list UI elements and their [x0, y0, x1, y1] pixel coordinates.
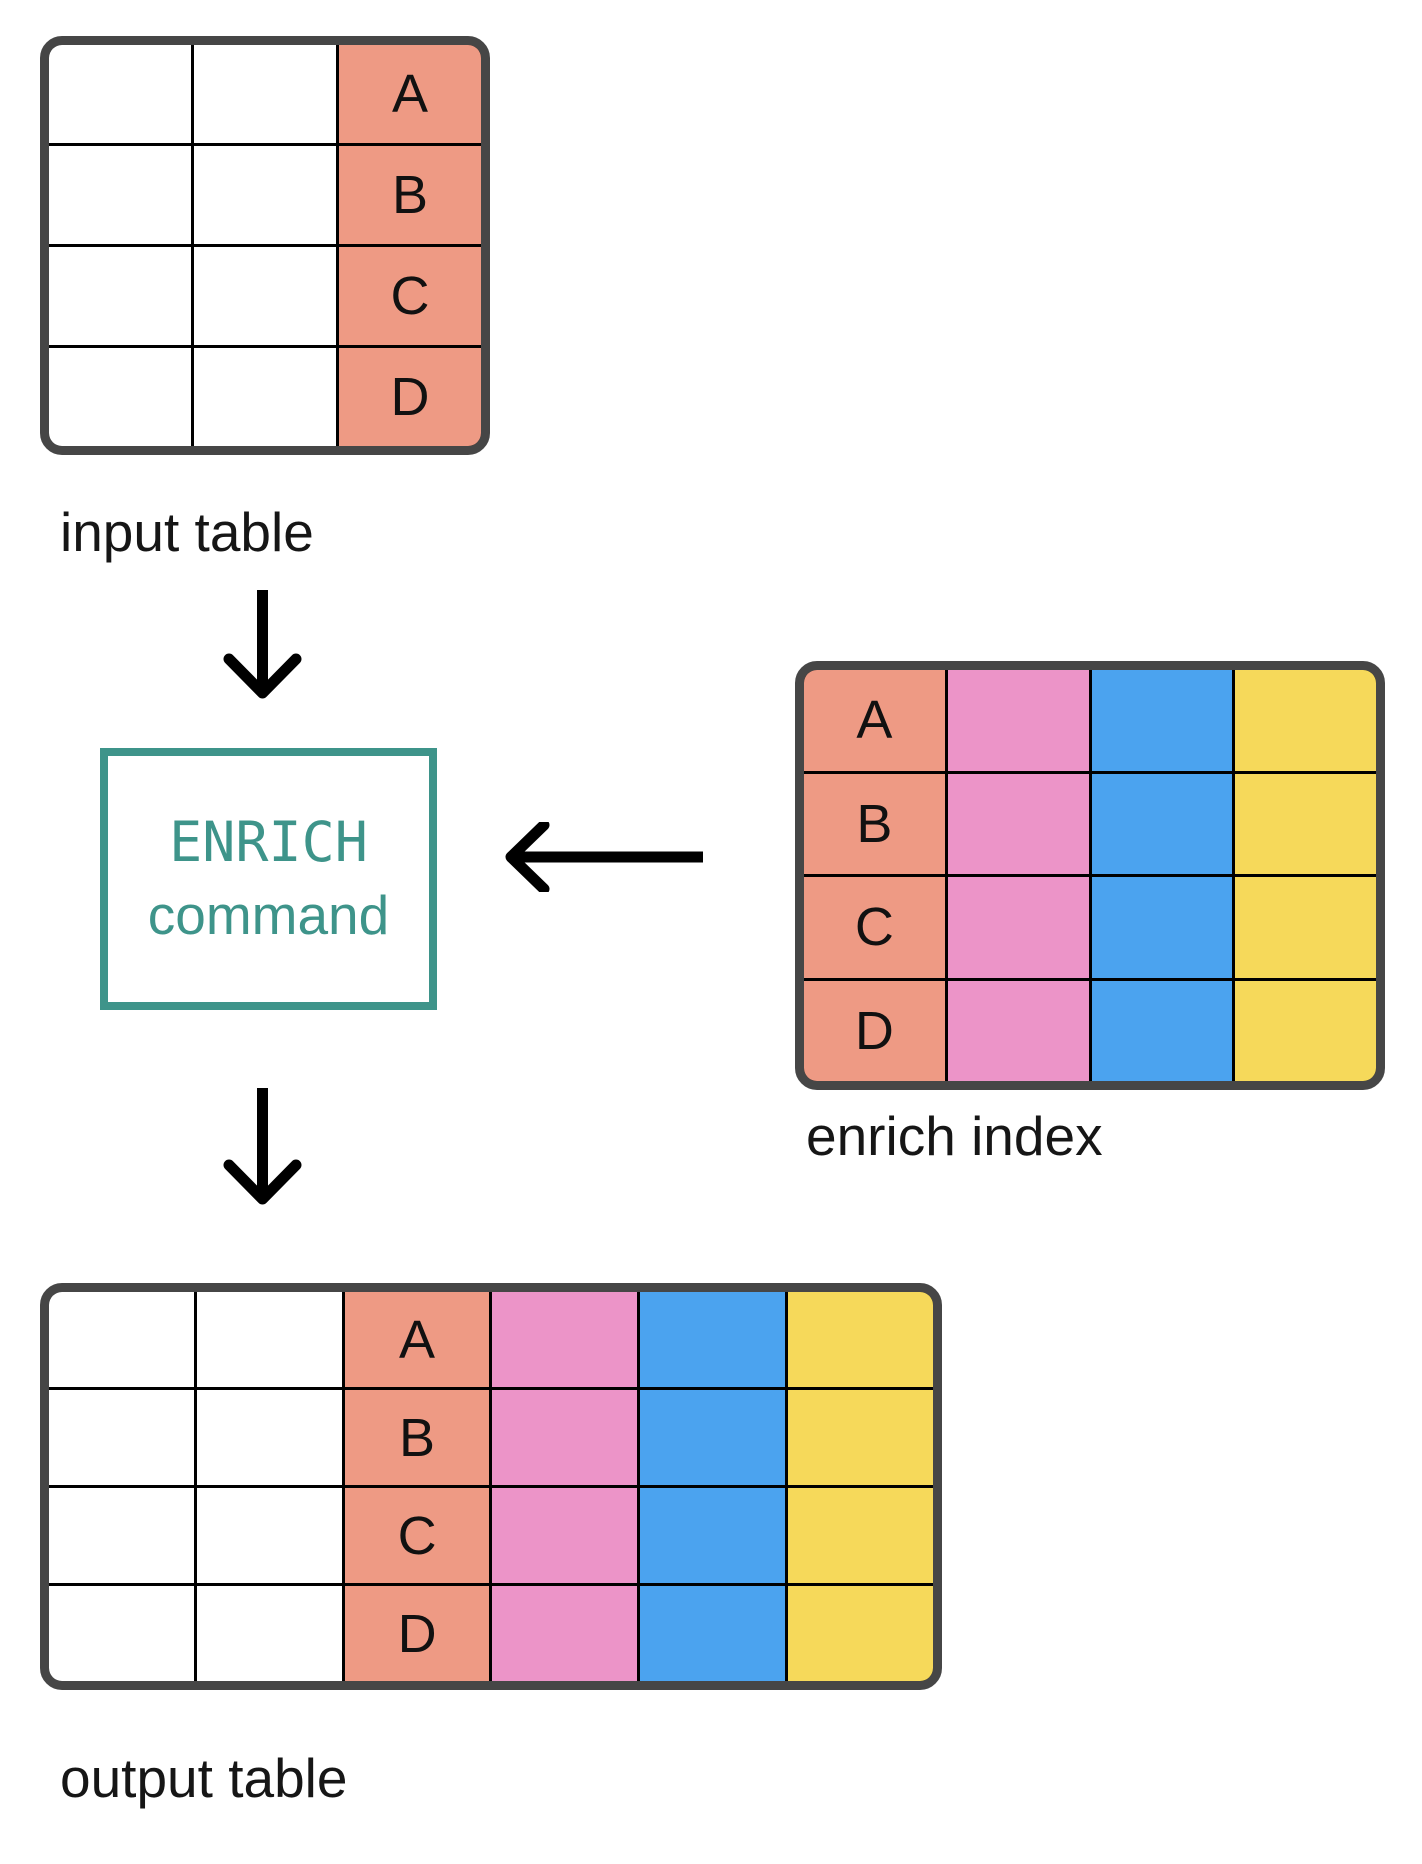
key-cell: C	[804, 877, 945, 978]
table-cell	[1091, 877, 1233, 978]
table-cell	[1235, 980, 1376, 1081]
table-cell	[196, 1292, 342, 1387]
table-cell	[788, 1488, 933, 1583]
table-cell	[492, 1586, 638, 1681]
table-cell	[492, 1390, 638, 1485]
table-cell	[49, 146, 191, 244]
key-cell: B	[339, 146, 481, 244]
table-cell	[640, 1488, 786, 1583]
table-cell	[788, 1292, 933, 1387]
table-cell	[947, 773, 1089, 874]
table-cell	[492, 1292, 638, 1387]
table-cell	[194, 247, 336, 345]
table-cell	[49, 247, 191, 345]
arrow-left-index-to-command-icon	[505, 822, 703, 892]
arrow-down-input-to-command-icon	[223, 590, 302, 699]
table-cell	[640, 1586, 786, 1681]
table-cell	[49, 1488, 194, 1583]
table-cell	[1235, 670, 1376, 771]
input-table-label: input table	[60, 501, 314, 563]
key-cell: B	[344, 1390, 490, 1485]
table-cell	[947, 980, 1089, 1081]
table-cell	[492, 1488, 638, 1583]
enrich-index-label: enrich index	[806, 1105, 1103, 1167]
key-cell: D	[344, 1586, 490, 1681]
table-cell	[640, 1292, 786, 1387]
table-cell	[1091, 670, 1233, 771]
table-cell	[947, 877, 1089, 978]
table-cell	[194, 45, 336, 143]
enrich-command-box: ENRICH command	[100, 748, 437, 1010]
table-cell	[49, 1586, 194, 1681]
key-cell: B	[804, 773, 945, 874]
table-cell	[196, 1390, 342, 1485]
table-cell	[49, 1390, 194, 1485]
table-cell	[196, 1488, 342, 1583]
key-cell: D	[339, 348, 481, 446]
table-cell	[640, 1390, 786, 1485]
arrow-down-command-to-output-icon	[223, 1088, 302, 1205]
table-cell	[49, 1292, 194, 1387]
enrich-command-word: command	[147, 884, 390, 946]
table-cell	[49, 45, 191, 143]
table-cell	[1091, 980, 1233, 1081]
table-cell	[788, 1586, 933, 1681]
table-cell	[1235, 877, 1376, 978]
table-cell	[947, 670, 1089, 771]
output-table-label: output table	[60, 1747, 348, 1809]
key-cell: A	[344, 1292, 490, 1387]
enrich-command-keyword: ENRICH	[169, 810, 368, 874]
table-cell	[788, 1390, 933, 1485]
table-cell	[196, 1586, 342, 1681]
table-cell	[194, 146, 336, 244]
key-cell: C	[339, 247, 481, 345]
table-cell	[49, 348, 191, 446]
table-cell	[1235, 773, 1376, 874]
table-cell	[194, 348, 336, 446]
key-cell: D	[804, 980, 945, 1081]
key-cell: A	[339, 45, 481, 143]
key-cell: C	[344, 1488, 490, 1583]
key-cell: A	[804, 670, 945, 771]
table-cell	[1091, 773, 1233, 874]
